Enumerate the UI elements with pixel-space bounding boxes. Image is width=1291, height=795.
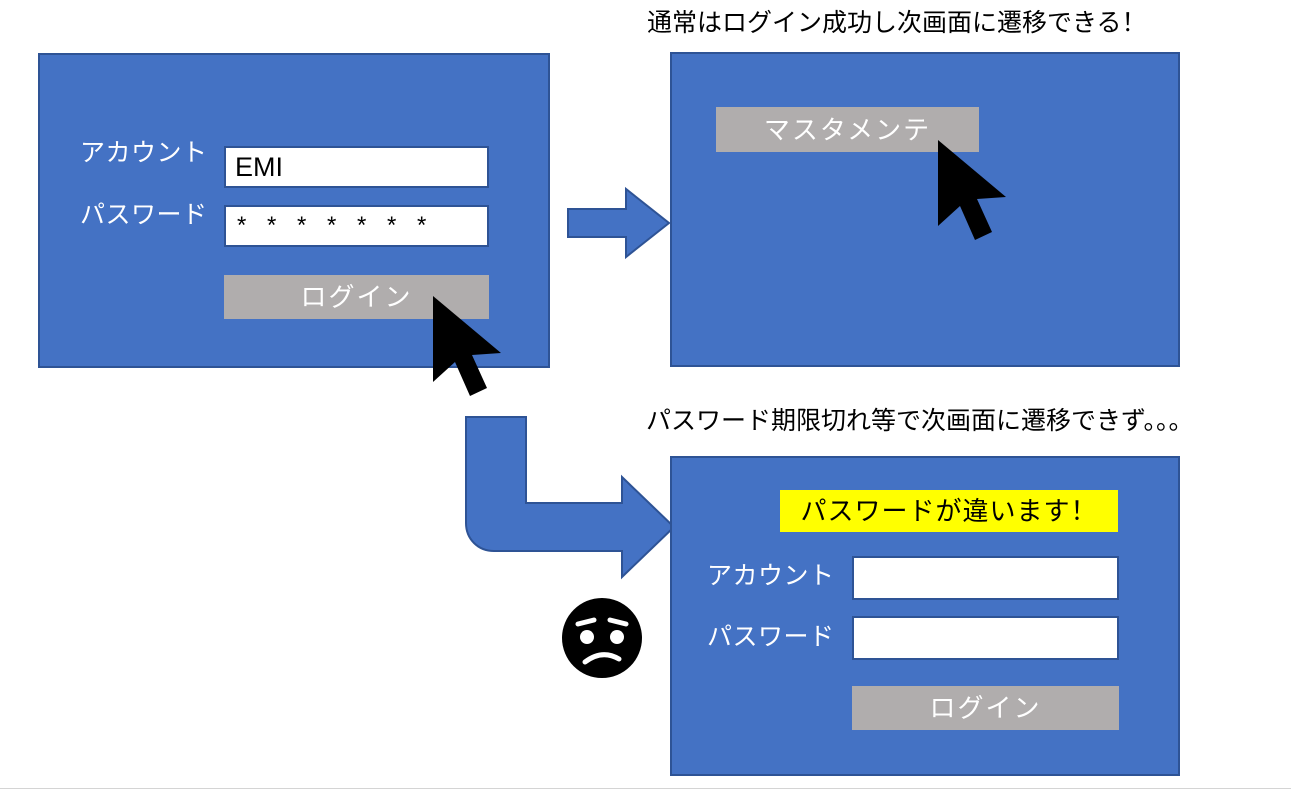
failure-screen: パスワードが違います！ アカウント パスワード ログイン: [670, 456, 1180, 776]
password-error-banner: パスワードが違います！: [780, 490, 1118, 532]
login-password-label: パスワード: [80, 201, 208, 229]
login-password-field[interactable]: * * * * * * *: [224, 205, 489, 247]
master-maintenance-button[interactable]: マスタメンテ: [716, 107, 979, 152]
password-error-text: パスワードが違います！: [800, 496, 1098, 526]
failure-account-label: アカウント: [707, 562, 835, 590]
failure-password-label: パスワード: [707, 623, 835, 651]
failure-login-submit-button-label: ログイン: [929, 693, 1042, 723]
login-submit-button[interactable]: ログイン: [224, 275, 489, 319]
login-account-value: EMI: [235, 151, 284, 182]
failure-account-field[interactable]: [852, 556, 1119, 600]
failure-caption: パスワード期限切れ等で次画面に遷移できず。。。: [646, 407, 1194, 435]
success-screen: マスタメンテ: [670, 52, 1180, 367]
bottom-divider: [0, 788, 1291, 789]
mouse-pointer-icon: [938, 140, 1006, 240]
arrow-bent-down-right-icon: [465, 416, 676, 580]
login-password-value: * * * * * * *: [237, 212, 434, 239]
failure-password-field[interactable]: [852, 616, 1119, 660]
login-account-label: アカウント: [80, 139, 208, 167]
master-maintenance-button-label: マスタメンテ: [763, 114, 932, 145]
login-account-field[interactable]: EMI: [224, 146, 489, 188]
failure-login-submit-button[interactable]: ログイン: [852, 686, 1119, 730]
sad-face-icon: [562, 598, 642, 678]
success-caption: 通常はログイン成功し次画面に遷移できる！: [647, 9, 1147, 37]
arrow-right-icon: [567, 186, 671, 260]
login-submit-button-label: ログイン: [300, 282, 413, 312]
login-screen: アカウント EMI パスワード * * * * * * * ログイン: [38, 53, 550, 396]
